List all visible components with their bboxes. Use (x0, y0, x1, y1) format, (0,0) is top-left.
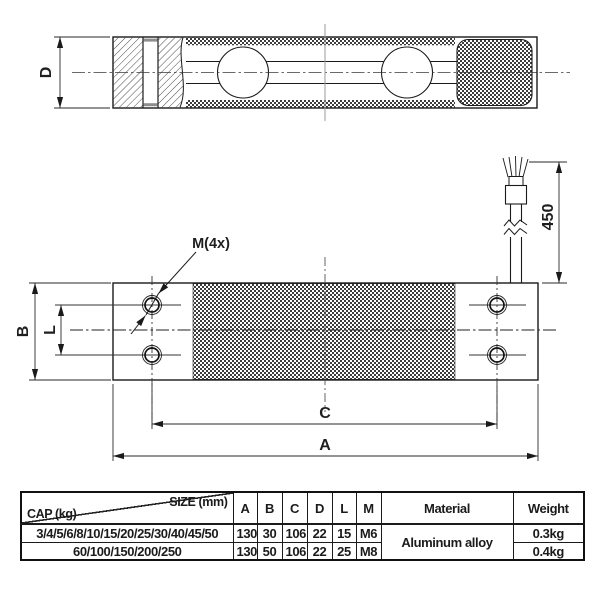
dim-a-label: A (319, 437, 331, 454)
dim-b: B (15, 282, 111, 381)
dim-l: L (42, 305, 65, 355)
knurl-strip-bottom (186, 100, 455, 108)
dim-c: C (151, 383, 498, 429)
cable: 450 (502, 155, 567, 284)
size-cap-header-cell: SIZE (mm) CAP (kg) (20, 491, 234, 525)
break-wavy-line (179, 37, 184, 108)
value-b-1: 30 (256, 523, 283, 543)
col-header-l: L (331, 491, 357, 525)
slot-cap-bottom (143, 103, 158, 107)
value-d-2: 22 (306, 542, 333, 561)
thread-callout: M(4x) (130, 236, 230, 335)
cap-range-1: 3/4/5/6/8/10/15/20/25/30/40/45/50 (20, 523, 234, 543)
dim-cable-length: 450 (529, 161, 567, 284)
value-l-1: 15 (331, 523, 357, 543)
value-c-1: 106 (281, 523, 308, 543)
side-view: D (38, 24, 570, 121)
dim-a: A (112, 384, 539, 461)
value-a-2: 130 (232, 542, 258, 561)
col-header-a: A (232, 491, 258, 525)
col-header-c: C (281, 491, 308, 525)
dim-d-label: D (38, 67, 55, 79)
col-header-m: M (355, 491, 382, 525)
spec-table: SIZE (mm) CAP (kg) A B C D L M Material … (20, 491, 585, 561)
material-header: Material (380, 491, 514, 525)
value-a-1: 130 (232, 523, 258, 543)
size-header: SIZE (mm) (169, 495, 228, 509)
dim-cable-length-label: 450 (540, 204, 557, 231)
cap-range-2: 60/100/150/200/250 (20, 542, 234, 561)
weight-1: 0.3kg (512, 523, 585, 543)
col-header-b: B (256, 491, 283, 525)
plan-view: M(4x) B L C (15, 236, 558, 461)
value-l-2: 25 (331, 542, 357, 561)
dim-l-label: L (42, 325, 59, 335)
dim-c-label: C (319, 405, 331, 422)
weight-2: 0.4kg (512, 542, 585, 561)
material-value: Aluminum alloy (380, 523, 514, 561)
knurl-strip-top (186, 37, 455, 46)
value-d-1: 22 (306, 523, 333, 543)
value-m-1: M6 (355, 523, 382, 543)
value-c-2: 106 (281, 542, 308, 561)
table-row: 3/4/5/6/8/10/15/20/25/30/40/45/50 130 30… (20, 523, 585, 561)
thread-callout-label: M(4x) (192, 236, 230, 252)
cable-crimp (508, 176, 524, 186)
weight-header: Weight (512, 491, 585, 525)
plan-knurl-area (192, 283, 456, 380)
value-m-2: M8 (355, 542, 382, 561)
cap-header: CAP (kg) (27, 507, 77, 521)
value-b-2: 50 (256, 542, 283, 561)
cable-break-mark (503, 219, 528, 227)
dim-b-label: B (15, 326, 32, 338)
table-row: 60/100/150/200/250 130 50 106 22 25 M8 0… (20, 542, 585, 561)
cable-break-mark (503, 227, 528, 236)
threaded-holes (142, 295, 507, 365)
dim-d: D (38, 36, 110, 109)
slot-cap-top (143, 38, 158, 42)
cable-sleeve (504, 184, 528, 205)
col-header-d: D (306, 491, 333, 525)
